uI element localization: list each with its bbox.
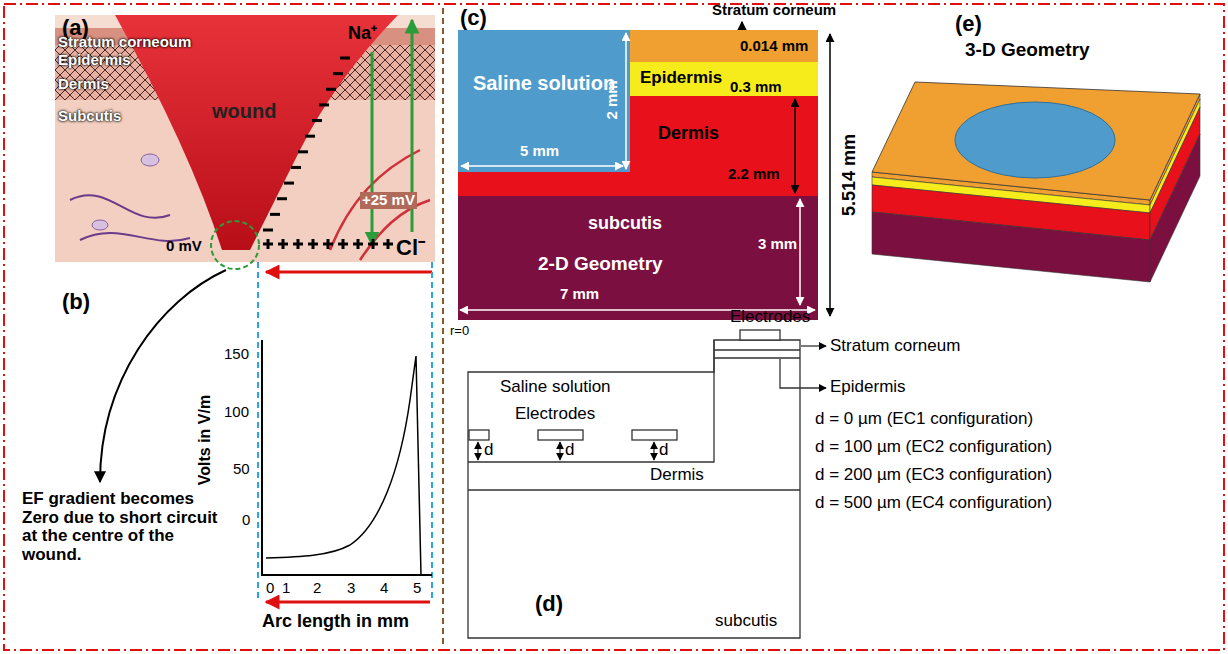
frame xyxy=(4,4,1224,650)
layer-text: Epidermis xyxy=(640,69,722,88)
panel-label: (b) xyxy=(62,290,90,314)
dimension-arrow xyxy=(625,33,627,169)
dimension-arrow xyxy=(460,309,815,311)
dimension-arrow xyxy=(794,99,796,193)
tick-label: 2 xyxy=(313,580,321,597)
layer-text: subcutis xyxy=(588,214,662,234)
charge-sign xyxy=(267,239,270,249)
box-3d xyxy=(872,82,1200,282)
region-label: Dermis xyxy=(650,466,704,485)
callout-note: EF gradient becomes Zero due to short ci… xyxy=(22,490,227,565)
stratum-corneum-layer: 0.014 mm xyxy=(630,30,818,62)
charge-sign xyxy=(298,150,308,153)
top-face xyxy=(872,82,1200,200)
tick-label: 100 xyxy=(224,404,249,421)
dimension-label: 2 mm xyxy=(604,80,621,119)
panel-label: (e) xyxy=(955,12,982,36)
ion-label: Na⁺ xyxy=(348,24,377,44)
saline-disc xyxy=(955,102,1115,178)
electrode-schematic xyxy=(468,330,826,638)
ion-label: Cl⁻ xyxy=(396,236,425,260)
potential-label: 0 mV xyxy=(166,238,202,255)
electrode-label: Electrodes xyxy=(730,308,810,327)
charge-sign xyxy=(357,239,360,249)
tick-label: 50 xyxy=(233,461,250,478)
tick-label: 0 xyxy=(242,512,250,529)
axis-title: Arc length in mm xyxy=(262,612,409,632)
epidermis-layer: Epidermis 0.3 mm xyxy=(630,62,818,96)
charge-sign xyxy=(342,239,345,249)
config-label: d = 0 µm (EC1 configuration) xyxy=(815,410,1033,429)
guide-line xyxy=(431,262,433,600)
axis-line xyxy=(442,8,444,646)
layer-label: Epidermis xyxy=(830,378,906,397)
layer-text: Dermis xyxy=(658,124,719,144)
dimension-arrow xyxy=(799,199,801,305)
layer-label: Subcutis xyxy=(58,108,121,125)
region-label: subcutis xyxy=(715,612,777,631)
arc-arrow xyxy=(266,271,432,274)
subcutis-layer: subcutis 2-D Geometry 3 mm xyxy=(458,196,818,320)
electrode-label: Electrodes xyxy=(515,405,595,424)
charge-sign xyxy=(327,239,330,249)
dimension-arrow xyxy=(461,165,623,167)
config-label: d = 100 µm (EC2 configuration) xyxy=(815,438,1052,457)
charge-sign xyxy=(284,182,294,185)
charge-sign xyxy=(372,239,375,249)
layer-text: 0.3 mm xyxy=(730,79,782,96)
layer-text: Saline solution xyxy=(472,72,616,94)
charge-sign xyxy=(270,213,280,216)
charge-sign xyxy=(305,135,315,138)
layer-text: 3 mm xyxy=(758,236,797,253)
charge-sign xyxy=(387,239,390,249)
tick-label: 4 xyxy=(380,580,388,597)
guide-line xyxy=(257,262,259,600)
gap-label: d xyxy=(659,441,668,460)
panel-label: (c) xyxy=(460,6,487,30)
layer-label: Dermis xyxy=(58,76,109,93)
config-label: d = 500 µm (EC4 configuration) xyxy=(815,494,1052,513)
tick-label: 150 xyxy=(224,346,249,363)
axis-label: r=0 xyxy=(450,324,469,338)
layer-label: Stratum corneoum xyxy=(58,34,191,51)
potential-label: +25 mV xyxy=(360,192,417,209)
dimension-label: 5.514 mm xyxy=(840,134,860,216)
tick-label: 3 xyxy=(347,580,355,597)
layer-text: 0.014 mm xyxy=(740,38,808,55)
charge-sign xyxy=(340,57,350,60)
tick-label: 1 xyxy=(282,580,290,597)
axis-title: Volts in V/m xyxy=(196,395,214,485)
charge-sign xyxy=(297,239,300,249)
layer-text: 2.2 mm xyxy=(728,166,780,183)
gap-label: d xyxy=(484,441,493,460)
charge-sign xyxy=(282,239,285,249)
charge-sign xyxy=(319,103,329,106)
chart xyxy=(262,340,432,576)
tick-label: 5 xyxy=(413,580,421,597)
skin-illustration xyxy=(55,15,435,269)
config-label: d = 200 µm (EC3 configuration) xyxy=(815,466,1052,485)
layer-face xyxy=(872,212,1150,282)
panel-label: (d) xyxy=(535,592,563,616)
layer-text: 2-D Geometry xyxy=(538,254,663,275)
geometry-label: 3-D Geometry xyxy=(965,40,1090,61)
charge-sign xyxy=(312,239,315,249)
dimension-label: 5 mm xyxy=(520,143,559,160)
wound-label: wound xyxy=(212,100,276,122)
dimension-label: 7 mm xyxy=(560,286,599,303)
arc-arrow xyxy=(266,601,430,604)
charge-sign xyxy=(312,119,322,122)
charge-sign xyxy=(291,166,301,169)
gap-label: d xyxy=(565,441,574,460)
region-label: Saline solution xyxy=(500,378,611,397)
layer-label: Stratum corneum xyxy=(830,337,960,356)
charge-sign xyxy=(333,72,343,75)
charge-sign xyxy=(326,88,336,91)
tick-label: 0 xyxy=(266,580,274,597)
charge-sign xyxy=(263,229,273,232)
layer-label: Stratum corneum xyxy=(712,2,836,19)
layer-label: Epidermis xyxy=(58,52,131,69)
charge-sign xyxy=(277,197,287,200)
